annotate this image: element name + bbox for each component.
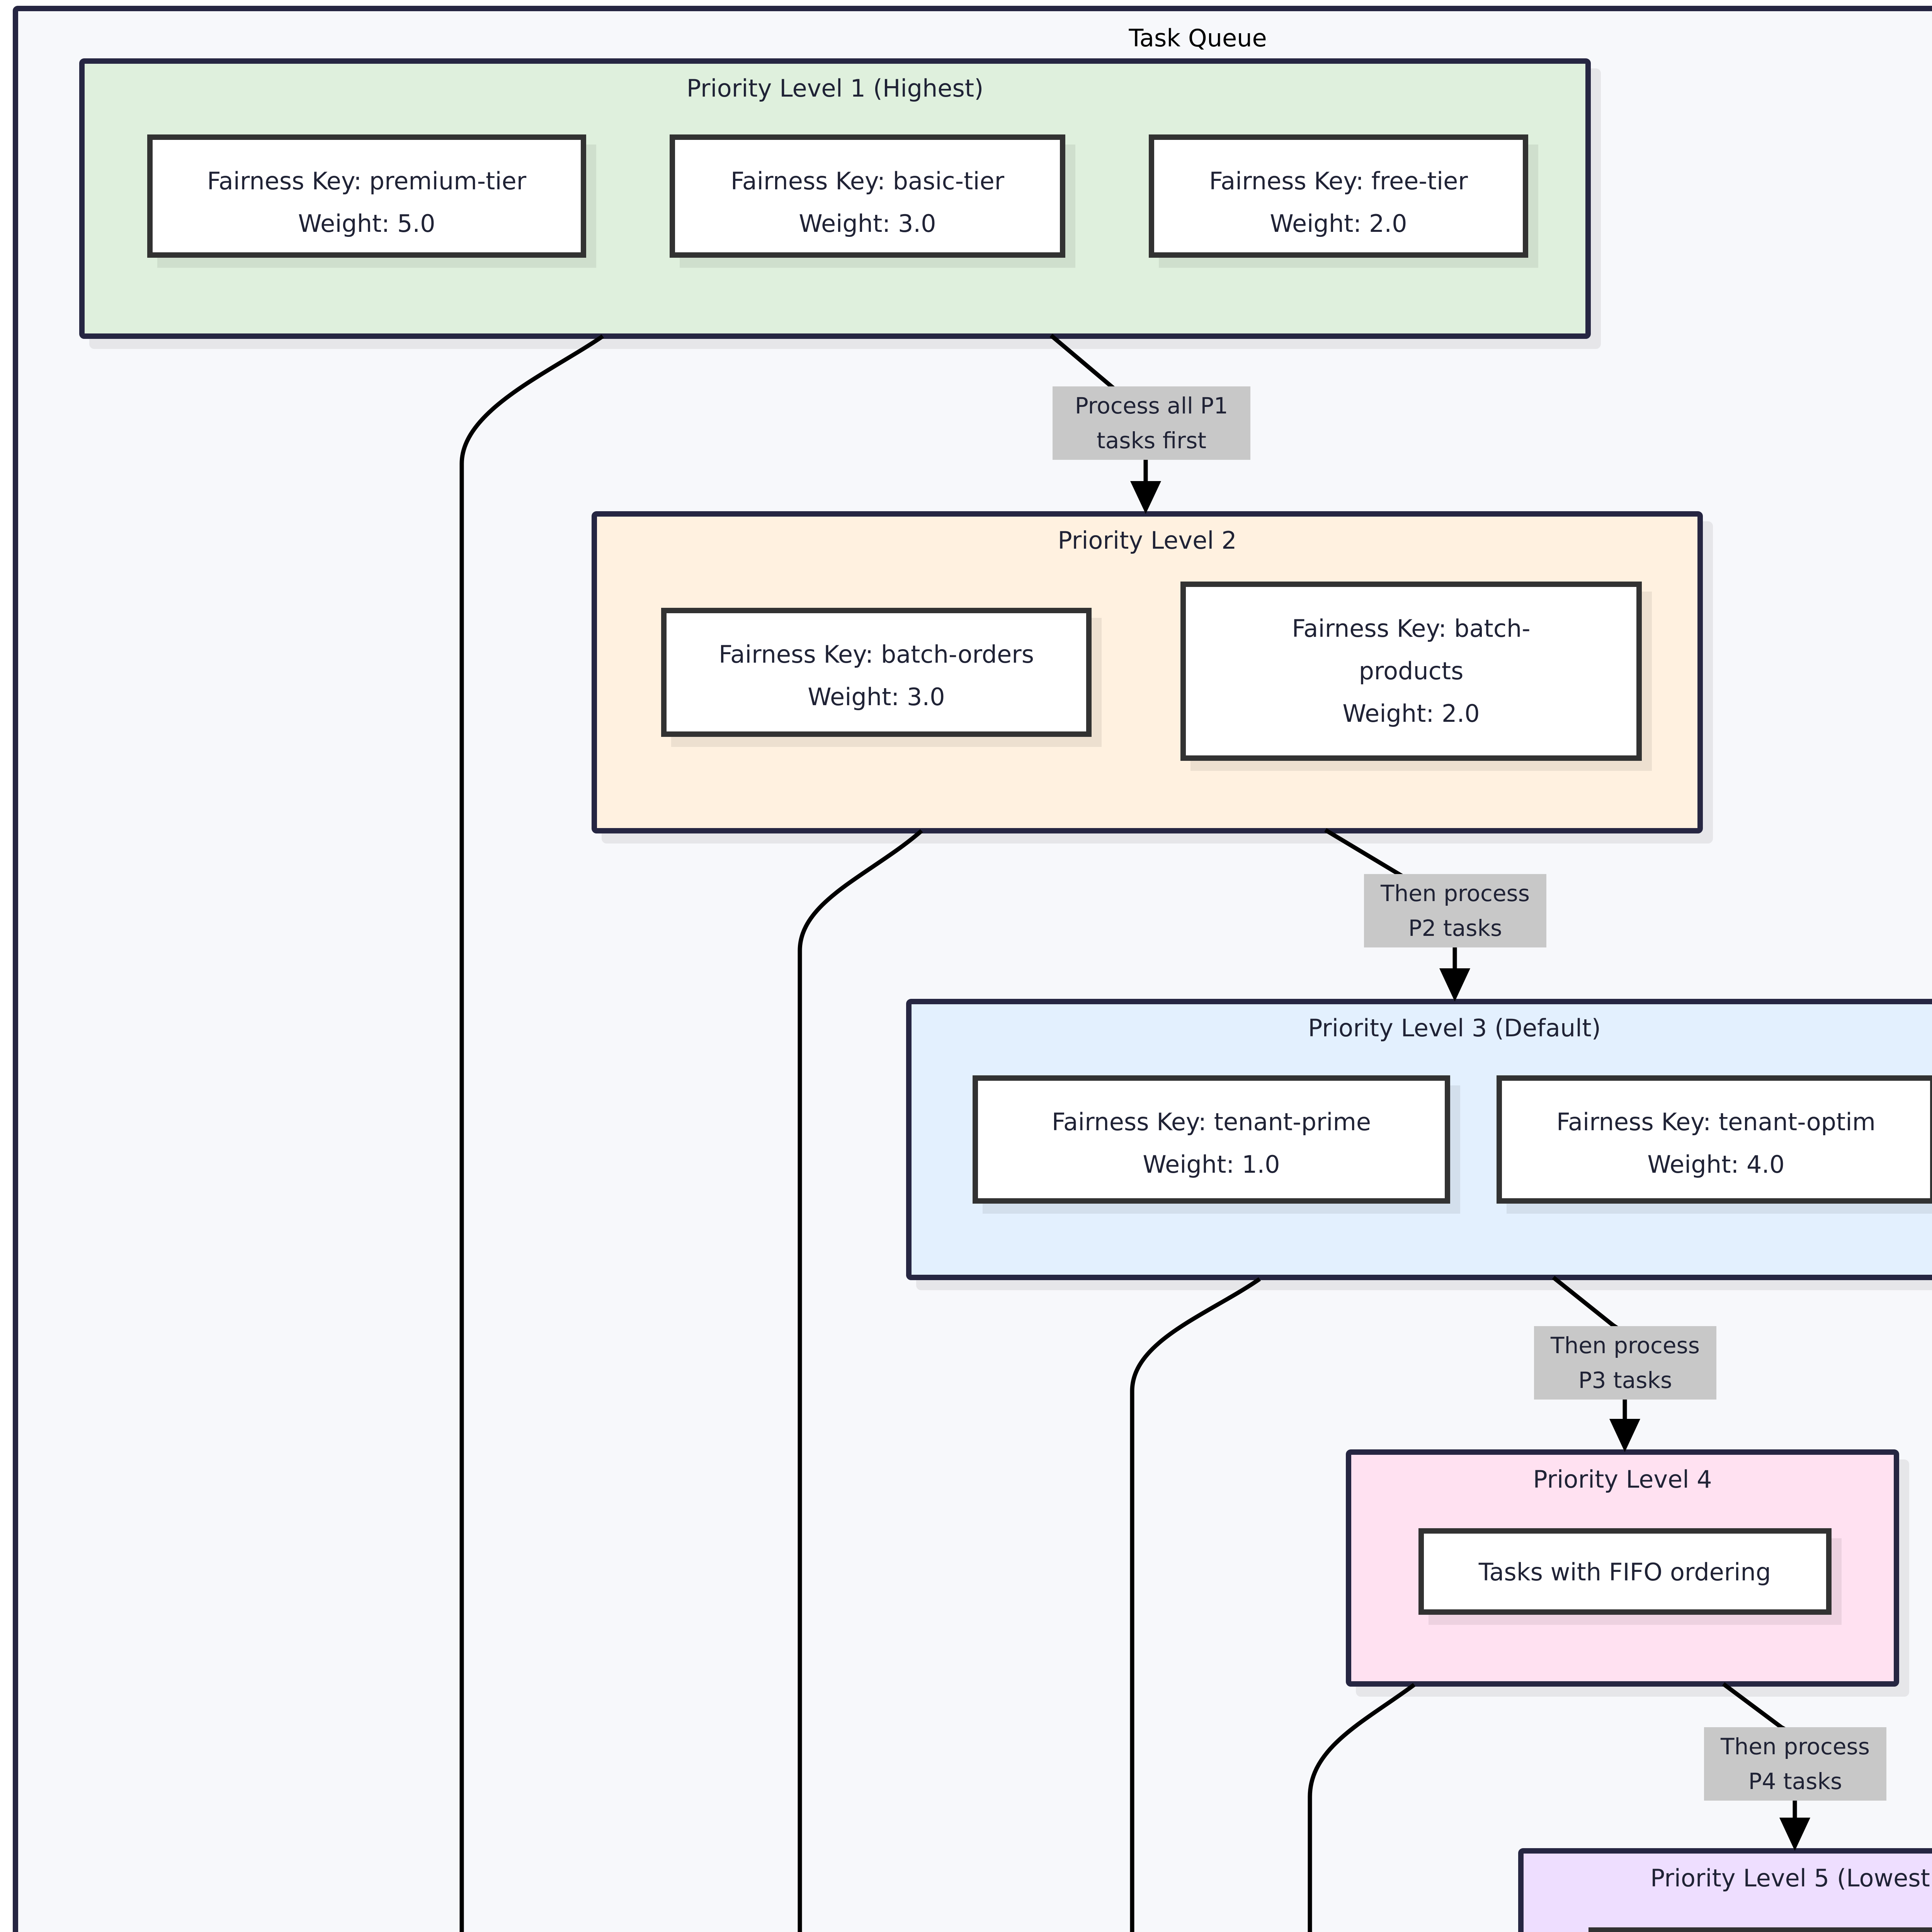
cluster-task-queue-title: Task Queue	[1128, 24, 1267, 52]
node-p4-fifo-box[interactable]	[1418, 1528, 1832, 1615]
node-p1-free-tier-weight: Weight: 2.0	[1270, 209, 1407, 238]
edge-p3-to-p4-arrowhead	[1609, 1419, 1640, 1452]
edge-p4-to-workers	[1308, 1683, 1416, 1932]
node-p4-fifo[interactable]: Tasks with FIFO ordering	[1418, 1528, 1832, 1615]
cluster-priority-level-2: Priority Level 2 Fairness Key: batch-ord…	[592, 511, 1703, 833]
node-p1-basic-tier-key: Fairness Key: basic-tier	[731, 167, 1005, 195]
edge-label-process-all-p1-bg	[1053, 386, 1250, 460]
edge-label-process-all-p1-line1: Process all P1	[1075, 393, 1228, 419]
edge-label-then-process-p3-line2: P3 tasks	[1578, 1367, 1672, 1393]
node-p4-fifo-label: Tasks with FIFO ordering	[1478, 1558, 1771, 1586]
node-p2-batch-products-key-2: products	[1359, 657, 1464, 685]
node-p1-premium-tier-box[interactable]	[147, 134, 586, 258]
edge-label-then-process-p2: Then process P2 tasks	[1364, 874, 1546, 947]
edge-label-then-process-p2-line1: Then process	[1380, 880, 1530, 906]
edge-label-process-all-p1: Process all P1 tasks first	[1053, 386, 1250, 460]
node-p3-tenant-prime-box[interactable]	[973, 1075, 1450, 1204]
cluster-priority-level-2-title: Priority Level 2	[1058, 526, 1236, 554]
edge-label-then-process-p3: Then process P3 tasks	[1534, 1326, 1716, 1400]
node-p5-fifo-box[interactable]	[1588, 1927, 1932, 1932]
cluster-priority-level-4-title: Priority Level 4	[1533, 1465, 1712, 1493]
edge-label-process-all-p1-line2: tasks first	[1097, 427, 1206, 454]
node-p3-tenant-prime-key: Fairness Key: tenant-prime	[1052, 1108, 1371, 1136]
edge-label-then-process-p4-line1: Then process	[1720, 1733, 1870, 1760]
node-p1-basic-tier-box[interactable]	[670, 134, 1065, 258]
node-p3-tenant-optim-box[interactable]	[1497, 1075, 1932, 1204]
node-p3-tenant-prime[interactable]: Fairness Key: tenant-prime Weight: 1.0	[973, 1075, 1450, 1204]
edge-p3-to-workers	[1130, 1277, 1261, 1932]
edge-label-then-process-p3-line1: Then process	[1550, 1332, 1700, 1359]
node-p1-premium-tier-weight: Weight: 5.0	[298, 209, 435, 238]
cluster-priority-level-1-title: Priority Level 1 (Highest)	[687, 74, 984, 102]
edge-label-then-process-p3-bg	[1534, 1326, 1716, 1400]
node-p2-batch-products-box[interactable]	[1180, 582, 1642, 761]
node-p1-basic-tier-weight: Weight: 3.0	[799, 209, 936, 238]
edge-p1-to-workers	[459, 334, 604, 1932]
node-p2-batch-orders-box[interactable]	[661, 608, 1092, 737]
edge-p2-to-workers	[798, 829, 923, 1932]
edge-p1-to-p2-arrowhead	[1130, 481, 1161, 514]
edge-label-then-process-p2-bg	[1364, 874, 1546, 947]
edge-p4-to-p5-arrowhead	[1779, 1818, 1810, 1851]
node-p1-free-tier-key: Fairness Key: free-tier	[1209, 167, 1468, 195]
cluster-priority-level-1: Priority Level 1 (Highest) Fairness Key:…	[79, 58, 1591, 339]
edge-label-then-process-p4-bg	[1704, 1727, 1886, 1801]
cluster-priority-level-5-title: Priority Level 5 (Lowest)	[1650, 1864, 1932, 1892]
node-p2-batch-products-weight: Weight: 2.0	[1342, 699, 1480, 728]
cluster-priority-level-3: Priority Level 3 (Default) Fairness Key:…	[906, 999, 1932, 1280]
node-p3-tenant-optim[interactable]: Fairness Key: tenant-optim Weight: 4.0	[1497, 1075, 1932, 1204]
edge-p2-to-p3-arrowhead	[1439, 968, 1470, 1002]
node-p3-tenant-optim-weight: Weight: 4.0	[1647, 1150, 1784, 1179]
node-p2-batch-products[interactable]: Fairness Key: batch- products Weight: 2.…	[1180, 582, 1642, 761]
edge-label-then-process-p4-line2: P4 tasks	[1748, 1768, 1842, 1794]
node-p2-batch-orders[interactable]: Fairness Key: batch-orders Weight: 3.0	[661, 608, 1092, 737]
cluster-priority-level-4: Priority Level 4 Tasks with FIFO orderin…	[1346, 1449, 1899, 1687]
node-p1-premium-tier-key: Fairness Key: premium-tier	[207, 167, 527, 195]
node-p1-basic-tier[interactable]: Fairness Key: basic-tier Weight: 3.0	[670, 134, 1065, 258]
node-p2-batch-products-key-1: Fairness Key: batch-	[1292, 614, 1530, 643]
node-p1-premium-tier[interactable]: Fairness Key: premium-tier Weight: 5.0	[147, 134, 586, 258]
node-p1-free-tier[interactable]: Fairness Key: free-tier Weight: 2.0	[1149, 134, 1528, 258]
node-p5-fifo[interactable]: Tasks with FIFO ordering	[1588, 1927, 1932, 1932]
cluster-priority-level-3-title: Priority Level 3 (Default)	[1308, 1014, 1601, 1042]
cluster-priority-level-5: Priority Level 5 (Lowest) Tasks with FIF…	[1518, 1848, 1932, 1932]
node-p2-batch-orders-weight: Weight: 3.0	[808, 683, 945, 711]
node-p2-batch-orders-key: Fairness Key: batch-orders	[719, 640, 1034, 668]
edge-label-then-process-p2-line2: P2 tasks	[1408, 915, 1502, 941]
node-p1-free-tier-box[interactable]	[1149, 134, 1528, 258]
node-p3-tenant-prime-weight: Weight: 1.0	[1143, 1150, 1280, 1179]
edge-label-then-process-p4: Then process P4 tasks	[1704, 1727, 1886, 1801]
node-p3-tenant-optim-key: Fairness Key: tenant-optim	[1556, 1108, 1876, 1136]
